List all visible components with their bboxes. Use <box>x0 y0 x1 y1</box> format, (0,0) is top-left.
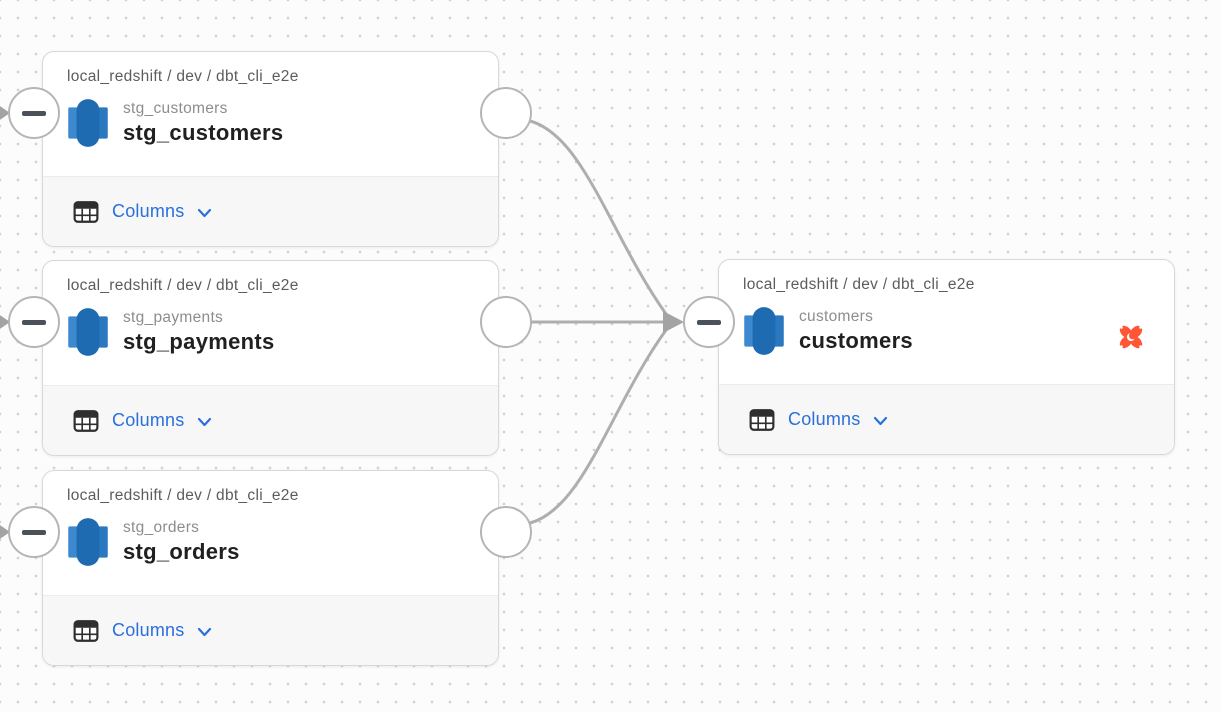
node-header: local_redshift / dev / dbt_cli_e2e custo… <box>719 260 1174 384</box>
node-header: local_redshift / dev / dbt_cli_e2e stg_o… <box>43 471 498 595</box>
columns-label: Columns <box>788 409 861 429</box>
columns-label: Columns <box>112 620 185 640</box>
node-subtitle: customers <box>799 308 874 325</box>
columns-toggle[interactable]: Columns <box>43 176 498 246</box>
dbt-icon <box>1117 323 1145 351</box>
columns-toggle[interactable]: Columns <box>43 595 498 665</box>
output-port[interactable] <box>480 506 532 558</box>
node-stg-customers[interactable]: local_redshift / dev / dbt_cli_e2e stg_c… <box>42 51 499 247</box>
node-header: local_redshift / dev / dbt_cli_e2e stg_c… <box>43 52 498 176</box>
node-title: stg_payments <box>123 329 275 354</box>
breadcrumb: local_redshift / dev / dbt_cli_e2e <box>67 277 299 294</box>
minus-icon <box>22 319 46 325</box>
node-customers[interactable]: local_redshift / dev / dbt_cli_e2e custo… <box>718 259 1175 455</box>
breadcrumb: local_redshift / dev / dbt_cli_e2e <box>67 487 299 504</box>
node-subtitle: stg_customers <box>123 100 228 117</box>
redshift-icon <box>67 97 109 149</box>
collapse-upstream-button[interactable] <box>8 506 60 558</box>
merge-arrowhead <box>663 311 684 333</box>
minus-icon <box>697 319 721 325</box>
table-icon <box>73 618 99 644</box>
table-icon <box>73 199 99 225</box>
redshift-icon <box>67 516 109 568</box>
node-title: stg_orders <box>123 539 240 564</box>
breadcrumb: local_redshift / dev / dbt_cli_e2e <box>67 68 299 85</box>
node-title: customers <box>799 328 913 353</box>
node-subtitle: stg_payments <box>123 309 224 326</box>
chevron-down-icon <box>197 208 212 218</box>
edge-stg-customers-to-customers <box>528 119 668 316</box>
table-icon <box>749 407 775 433</box>
breadcrumb: local_redshift / dev / dbt_cli_e2e <box>743 276 975 293</box>
edge-stg-orders-to-customers <box>528 328 668 525</box>
chevron-down-icon <box>197 627 212 637</box>
columns-toggle[interactable]: Columns <box>719 384 1174 454</box>
chevron-down-icon <box>197 417 212 427</box>
output-port[interactable] <box>480 296 532 348</box>
collapse-upstream-button[interactable] <box>683 296 735 348</box>
table-icon <box>73 408 99 434</box>
node-header: local_redshift / dev / dbt_cli_e2e stg_p… <box>43 261 498 385</box>
columns-label: Columns <box>112 201 185 221</box>
redshift-icon <box>743 305 785 357</box>
columns-toggle[interactable]: Columns <box>43 385 498 455</box>
minus-icon <box>22 110 46 116</box>
node-stg-orders[interactable]: local_redshift / dev / dbt_cli_e2e stg_o… <box>42 470 499 666</box>
output-port[interactable] <box>480 87 532 139</box>
node-stg-payments[interactable]: local_redshift / dev / dbt_cli_e2e stg_p… <box>42 260 499 456</box>
chevron-down-icon <box>873 416 888 426</box>
columns-label: Columns <box>112 410 185 430</box>
minus-icon <box>22 529 46 535</box>
redshift-icon <box>67 306 109 358</box>
node-title: stg_customers <box>123 120 284 145</box>
collapse-upstream-button[interactable] <box>8 296 60 348</box>
node-subtitle: stg_orders <box>123 519 200 536</box>
collapse-upstream-button[interactable] <box>8 87 60 139</box>
